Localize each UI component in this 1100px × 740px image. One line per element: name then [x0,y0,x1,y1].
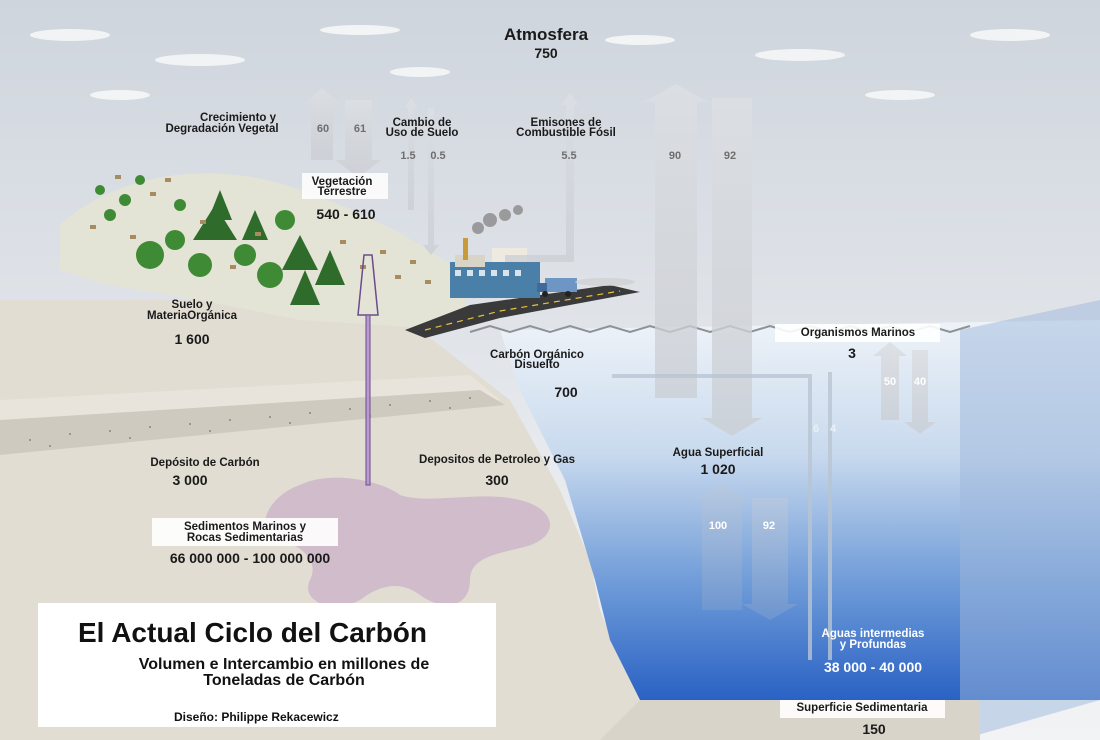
title-panel [38,603,496,727]
arrow-ocean-to-atmosphere [644,84,708,398]
marine-bio-up-value: 50 [883,376,897,388]
arrow-fossil-emissions [505,93,579,262]
deep-water-label-line2: y Profundas [839,639,907,651]
sediments-value: 66 000 000 - 100 000 000 [169,550,331,566]
fossil-value: 5.5 [561,150,577,162]
atmosphere-value: 750 [534,45,558,61]
land-use-value-b: 0.5 [430,150,446,162]
ocean-side [960,300,1100,740]
marine-bio-down-value: 40 [913,376,927,388]
vegetation-value: 540 - 610 [316,206,376,222]
arrow-deep-to-surface [693,484,751,610]
organisms-deep-value-b: 4 [829,423,837,435]
atmosphere-label: Atmosfera [503,25,589,44]
road-markings [424,290,621,331]
ocean-up-value: 90 [668,150,682,162]
soil-label-line2: MateriaOrgánica [146,310,238,322]
surface-water-value: 1 020 [700,461,736,477]
marine-organisms-label: Organismos Marinos [800,327,916,339]
doc-label-line2: Disuelto [514,359,560,371]
land-hill [60,173,470,330]
road [405,285,640,338]
factory-smoke [472,205,523,234]
vegetation-label-bg [302,173,388,199]
truck [537,278,577,297]
vegetation-label-line1: Vegetación [311,176,373,188]
sediments-label-line1: Sedimentos Marinos y [183,521,307,533]
ocean [500,320,1100,700]
land-use-label-line2: Uso de Suelo [385,127,459,139]
arrow-marine-up [873,342,907,420]
sedimentary-surface-value: 150 [862,721,886,737]
surface-water-label: Agua Superficial [672,447,764,459]
land-use-value-a: 1.5 [400,150,416,162]
diagram-subtitle-line2: Toneladas de Carbón [203,672,365,689]
oil-well-pipe [365,314,371,486]
oil-derrick [357,254,379,316]
deep-to-surface-value: 100 [708,520,728,532]
soil-value: 1 600 [174,331,210,347]
surface-to-deep-value: 92 [762,520,776,532]
vegetation-flux-up-value: 60 [316,123,330,135]
fossil-label-line1: Emisones de [530,117,602,129]
sedimentary-surface-label: Superficie Sedimentaria [796,702,928,714]
oil-gas-deposit [265,477,550,607]
coal-layer-dots [29,397,471,447]
arrow-vegetation-up [303,88,341,160]
coal-value: 3 000 [172,472,208,488]
truck-exhaust [575,278,635,286]
oil-gas-value: 300 [485,472,509,488]
arrow-surface-to-deep [742,498,798,620]
factory [450,238,540,298]
arrow-atmosphere-to-ocean [702,98,762,436]
forest [90,175,431,305]
deep-water-label-line1: Aguas intermedias [821,628,925,640]
doc-label-line1: Carbón Orgánico [490,349,584,361]
vegetation-flux-label-line2: Degradación Vegetal [165,123,279,135]
arrow-land-use-up [404,98,418,210]
vegetation-flux-down-value: 61 [353,123,367,135]
doc-value: 700 [554,384,578,400]
marine-organisms-value: 3 [848,345,856,361]
oil-gas-label: Depositos de Petroleo y Gas [419,454,575,466]
deep-water-value: 38 000 - 40 000 [823,659,923,675]
soil-label-line1: Suelo y [171,299,213,311]
sedimentary-surface-label-bg [780,700,945,718]
land-use-label-line1: Cambio de [392,117,452,129]
design-credit: Diseño: Philippe Rekacewicz [174,710,339,724]
arrow-vegetation-down [336,100,381,178]
diagram-subtitle-line1: Volumen e Intercambio en millones de [138,656,430,673]
diagram-title: El Actual Ciclo del Carbón [78,617,428,648]
fossil-label-line2: Combustible Fósil [516,127,616,139]
sediments-label-line2: Rocas Sedimentarias [186,532,304,544]
arrow-land-use-down [423,108,439,255]
coal-layer [0,390,505,455]
vegetation-flux-label-line1: Crecimiento y [199,112,277,124]
sediments-label-bg [152,518,338,546]
coal-label: Depósito de Carbón [150,457,260,469]
vegetation-label-line2: Terrestre [317,186,367,198]
arrow-marine-down [904,350,936,434]
clouds [30,25,1050,100]
marine-label-bg [775,324,940,342]
ocean-down-value: 92 [723,150,737,162]
organisms-deep-value-a: 6 [812,423,820,435]
arrow-organisms-to-deep-a [612,374,812,660]
